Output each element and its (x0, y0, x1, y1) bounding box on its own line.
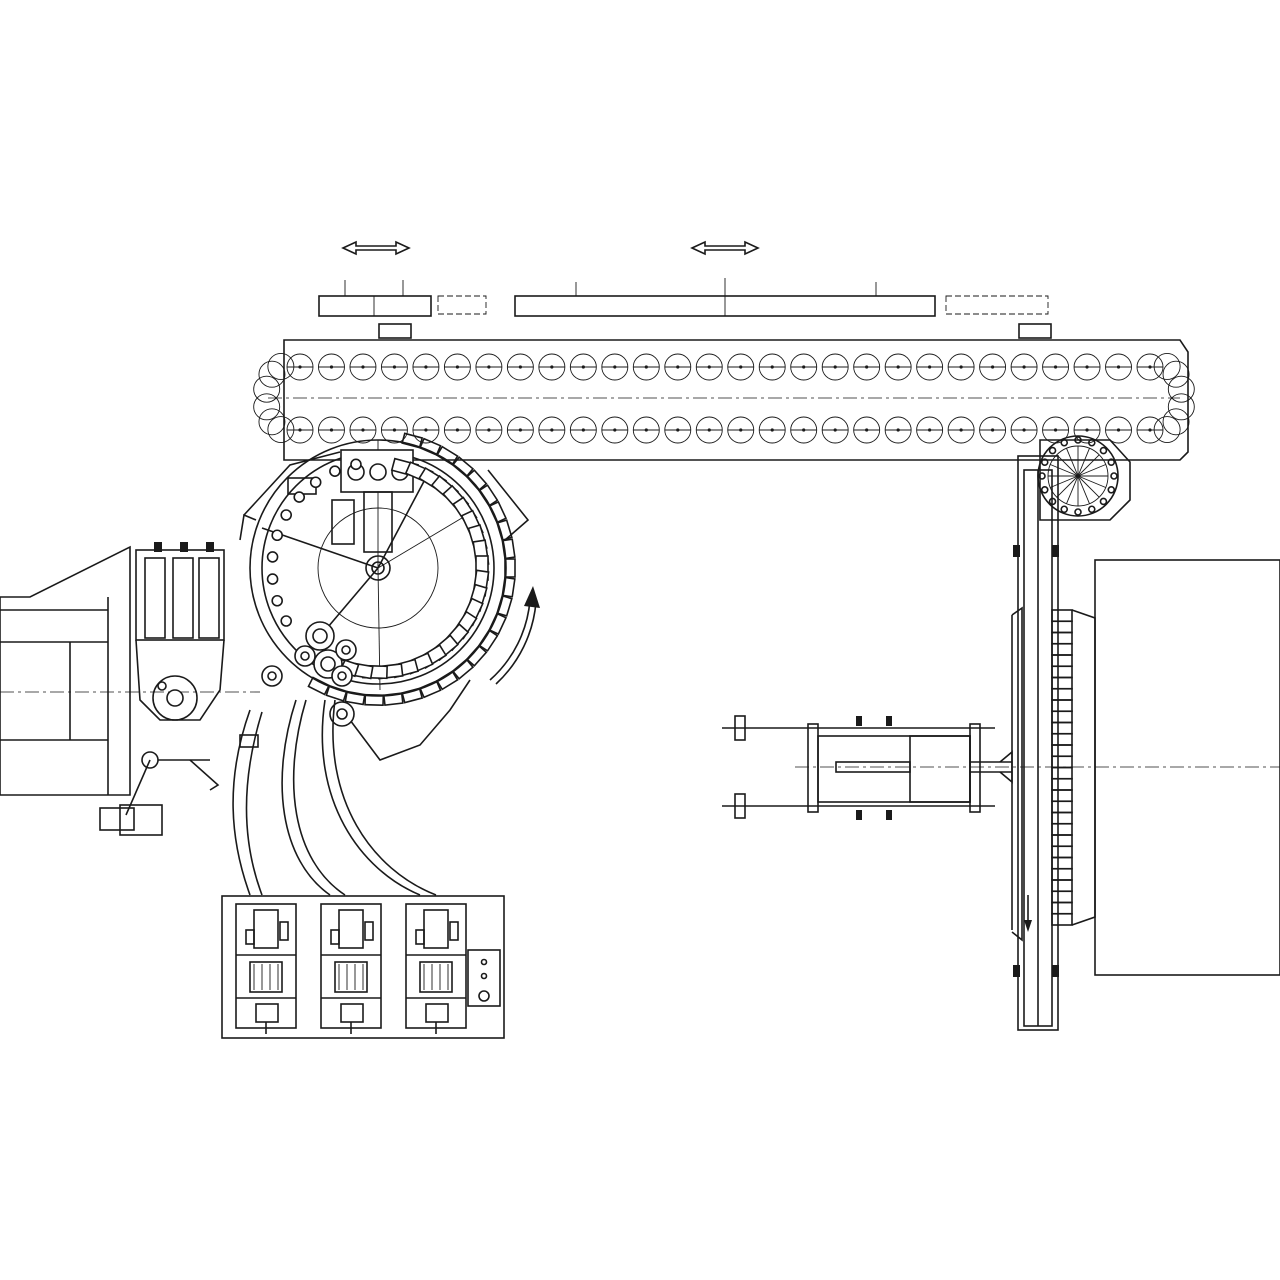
tread-plate (1051, 912, 1073, 926)
turret-station (266, 573, 279, 585)
tread-plate (1051, 901, 1073, 915)
pusher-cylinder-assembly (722, 715, 1280, 820)
turret-station (329, 465, 341, 477)
tread-plate (1051, 766, 1073, 780)
turret-station (350, 458, 362, 471)
cabinet-unit (405, 903, 467, 1034)
chain-pocket (1153, 416, 1181, 443)
chain-pocket (258, 408, 286, 436)
tread-plate (1051, 620, 1073, 634)
tread-plate (1051, 710, 1073, 724)
turret-station (271, 529, 283, 542)
tread-plate (1051, 609, 1073, 623)
feed-housing-left (0, 545, 260, 796)
chain-pocket (258, 360, 286, 388)
tread-plate (1051, 867, 1073, 881)
cabinet-unit (320, 903, 382, 1034)
turret-station (271, 594, 283, 607)
rotary-turret (239, 439, 530, 761)
chain-pocket (1167, 375, 1195, 403)
adjustable-rail-left (318, 280, 487, 339)
turret-station (280, 615, 293, 627)
tread-plate (1051, 856, 1073, 870)
tread-plate (1051, 822, 1073, 836)
tread-plate (1051, 777, 1073, 791)
tread-plate (1051, 834, 1073, 848)
rotation-direction-arrow (489, 586, 540, 685)
tread-plate (1051, 654, 1073, 668)
turret-station (280, 509, 293, 521)
tread-plate (1051, 800, 1073, 814)
tread-plate (1051, 721, 1073, 735)
tread-plate (1051, 676, 1073, 690)
chain-pocket (253, 375, 281, 403)
cabinet-unit (235, 903, 297, 1034)
conveyor-chain-pockets (253, 353, 1195, 444)
control-cabinet-units (235, 903, 467, 1034)
tread-plate (1051, 687, 1073, 701)
motor-bank (99, 542, 259, 836)
adjustable-rail-main (514, 278, 1052, 339)
tread-plate (1051, 642, 1073, 656)
double-arrow-icon-left (341, 240, 411, 256)
tread-plate (1051, 879, 1073, 893)
chain-pocket (1162, 360, 1190, 388)
tread-plate (1051, 732, 1073, 746)
tread-plate (1051, 845, 1073, 859)
chain-pocket (267, 353, 295, 380)
tread-plate (1051, 699, 1073, 713)
drive-gear-cluster (261, 621, 357, 727)
tread-plate (1051, 755, 1073, 769)
tread-plate (1051, 890, 1073, 904)
supply-hoses (232, 699, 437, 896)
tread-plate (1051, 789, 1073, 803)
chain-pocket (1167, 393, 1195, 421)
chain-pocket (1153, 353, 1181, 380)
turret-station (293, 491, 306, 503)
tread-plate (1051, 744, 1073, 758)
control-cabinet (221, 895, 505, 1039)
turret-station (266, 551, 279, 563)
chain-pocket (267, 416, 295, 443)
press-tread-plates (1051, 609, 1096, 926)
double-arrow-icon-right (690, 240, 760, 256)
chain-pocket (1162, 408, 1190, 436)
tread-plate (1051, 665, 1073, 679)
tread-plate (1051, 811, 1073, 825)
turret-station (309, 476, 322, 489)
tread-plate (1051, 631, 1073, 645)
chain-pocket (253, 393, 281, 421)
